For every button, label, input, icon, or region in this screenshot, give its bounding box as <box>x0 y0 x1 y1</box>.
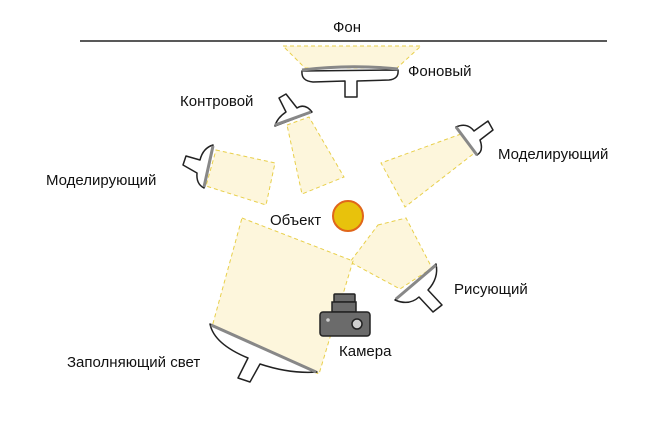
subject-label: Объект <box>270 212 322 229</box>
back-light-lamp <box>274 93 313 127</box>
modeling-right-lamp <box>454 120 494 156</box>
modeling-left-label: Моделирующий <box>46 172 157 189</box>
background-light-label: Фоновый <box>408 63 472 80</box>
background-label: Фон <box>333 19 362 36</box>
modeling-left-beam <box>205 149 276 206</box>
fill-light-beam <box>211 217 354 375</box>
back-light-label: Контровой <box>180 93 254 110</box>
camera-icon <box>319 293 371 337</box>
modeling-left-lamp <box>182 144 215 189</box>
key-light-lamp <box>394 263 443 313</box>
key-light-beam <box>349 217 433 290</box>
lamps <box>182 65 494 383</box>
modeling-right-beam <box>380 133 478 208</box>
key-light-label: Рисующий <box>454 281 528 298</box>
fill-light-lamp <box>209 323 318 383</box>
back-light-beam <box>286 116 345 195</box>
background-light-beam <box>281 45 423 69</box>
modeling-right-label: Моделирующий <box>498 146 609 163</box>
light-beams <box>205 45 478 375</box>
subject-circle <box>332 200 364 232</box>
fill-light-label: Заполняющий свет <box>67 354 201 371</box>
camera-label: Камера <box>339 343 392 360</box>
background-light-lamp <box>301 65 399 98</box>
